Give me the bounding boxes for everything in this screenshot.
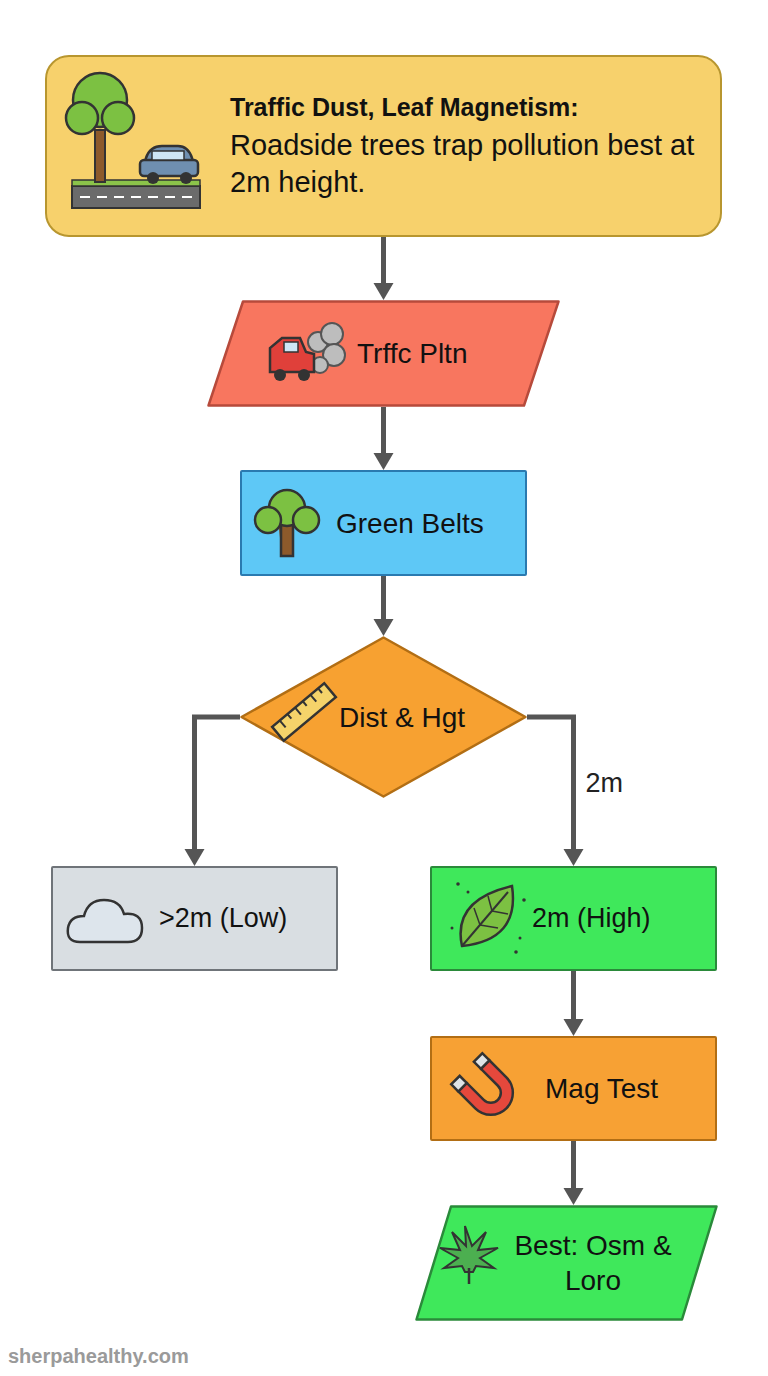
- node-text: Trffc Pltn: [357, 336, 467, 371]
- watermark: sherpahealthy.com: [8, 1345, 189, 1368]
- outcome-box: >2m (Low): [51, 866, 338, 971]
- flow-arrow: [374, 237, 394, 300]
- node-text: >2m (Low): [159, 902, 287, 936]
- flow-arrow: [185, 717, 241, 866]
- input-parallelogram: Trffc Pltn: [207, 300, 560, 407]
- process-box: Mag Test: [430, 1036, 717, 1141]
- output-parallelogram: Best: Osm & Loro: [415, 1205, 718, 1321]
- node-text: Best: Osm & Loro: [503, 1228, 683, 1298]
- flow-arrow: [374, 576, 394, 636]
- output-parallelogram-outline: [415, 1205, 718, 1321]
- node-text: Mag Test: [545, 1071, 658, 1106]
- flow-arrow: [374, 407, 394, 470]
- flow-arrow: [564, 971, 584, 1036]
- node-text: 2m (High): [532, 902, 651, 936]
- edge-label: 2m: [586, 768, 624, 799]
- node-text: Roadside trees trap pollution best at 2m…: [230, 127, 710, 200]
- flow-arrow: [527, 717, 584, 866]
- title-box: Traffic Dust, Leaf Magnetism: Roadside tr…: [45, 55, 722, 237]
- process-box: Green Belts: [240, 470, 527, 576]
- decision-diamond: Dist & Hgt: [240, 636, 527, 798]
- node-text: Dist & Hgt: [339, 700, 465, 735]
- flow-arrow: [564, 1141, 584, 1205]
- node-text: Green Belts: [336, 506, 484, 541]
- node-heading: Traffic Dust, Leaf Magnetism:: [230, 92, 579, 123]
- outcome-box: 2m (High): [430, 866, 717, 971]
